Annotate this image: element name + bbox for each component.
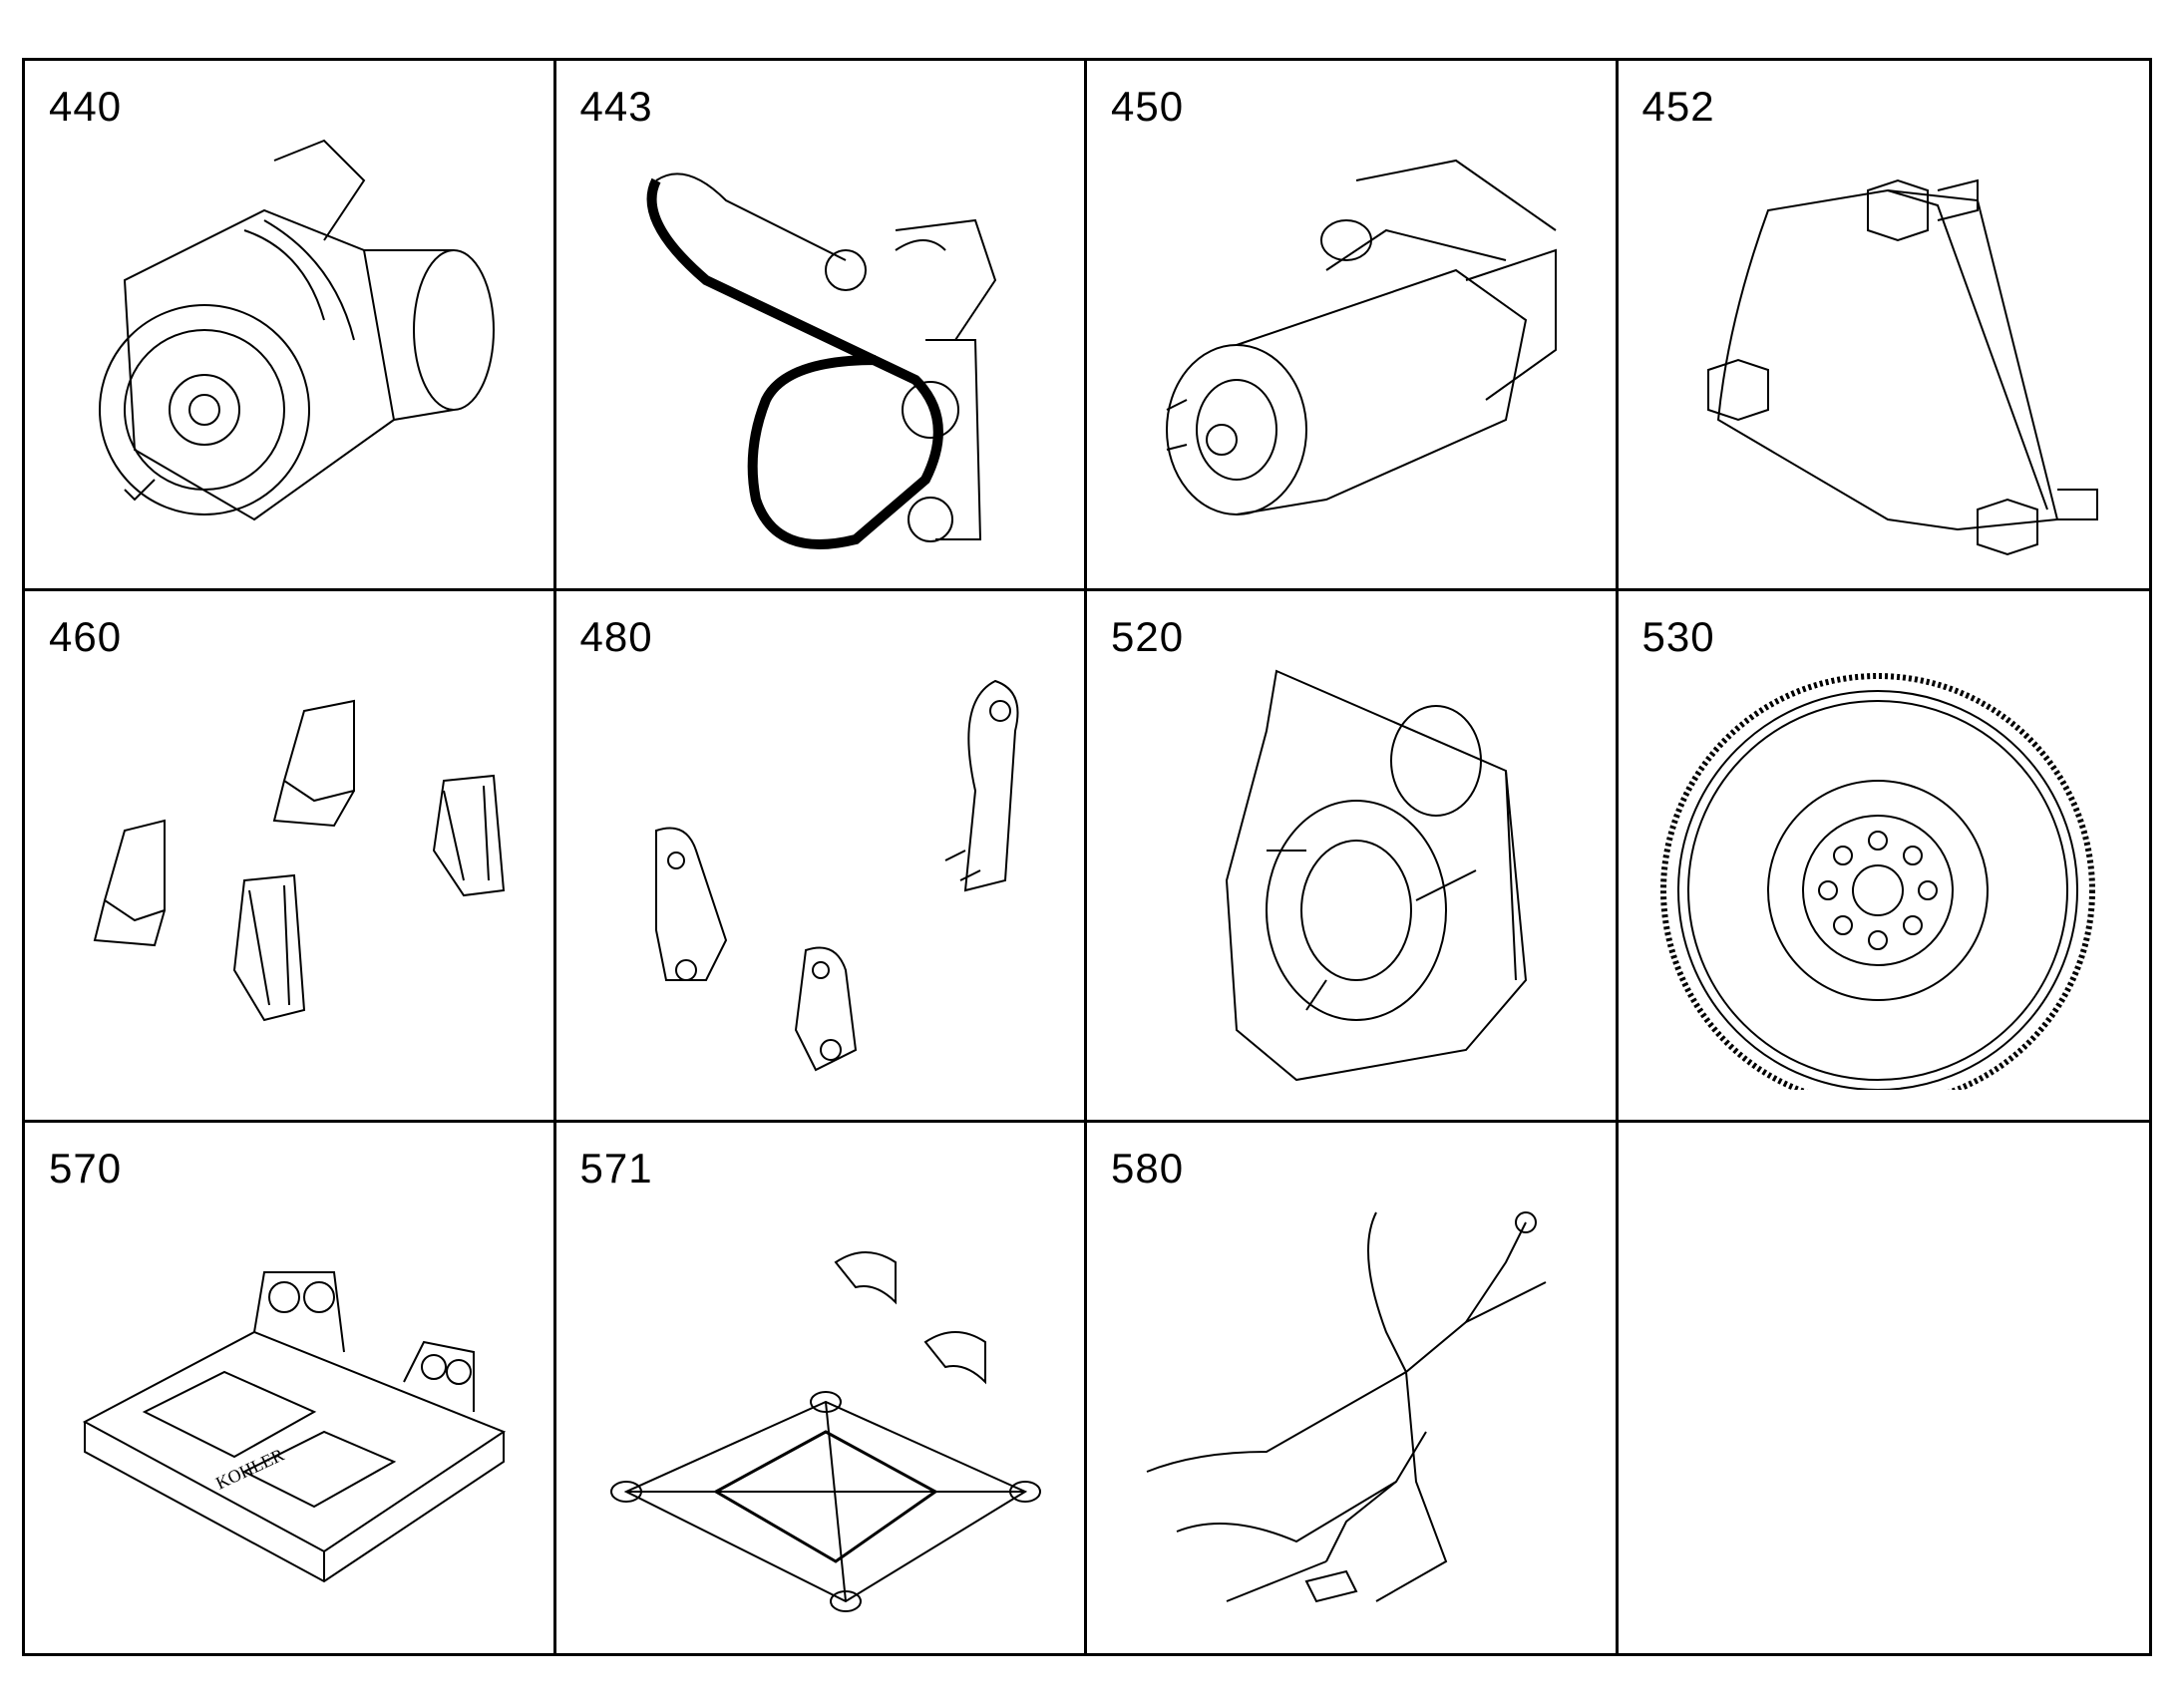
part-cell-443[interactable]: 443 — [555, 61, 1087, 592]
flywheel-icon — [1658, 651, 2107, 1090]
part-number: 443 — [579, 83, 653, 130]
part-cell-580[interactable]: 580 — [1087, 1122, 1619, 1653]
alternator-icon — [65, 121, 514, 559]
parts-grid: 440 443 — [22, 58, 2152, 1656]
empty-cell — [1619, 1123, 2150, 1653]
part-number: 520 — [1111, 613, 1185, 661]
part-cell-520[interactable]: 520 — [1087, 591, 1619, 1123]
part-cell-571[interactable]: 571 — [556, 1122, 1087, 1653]
part-cell-530[interactable]: 530 — [1618, 591, 2149, 1123]
wiring-harness-icon — [1127, 1183, 1576, 1621]
part-cell-440[interactable]: 440 — [25, 61, 556, 592]
part-cell-570[interactable]: 570 KOHLER — [25, 1122, 556, 1653]
starter-motor-icon — [1127, 121, 1576, 559]
part-number: 571 — [579, 1144, 653, 1192]
part-number: 440 — [49, 83, 123, 130]
mounting-brackets-icon — [65, 651, 514, 1090]
controller-mount-icon — [596, 1183, 1045, 1621]
mounting-plate-icon — [1658, 121, 2107, 559]
part-number: 580 — [1111, 1144, 1185, 1192]
controller-icon: KOHLER — [65, 1183, 514, 1621]
part-cell-450[interactable]: 450 — [1087, 61, 1619, 592]
part-number: 460 — [49, 613, 123, 661]
part-number: 530 — [1641, 613, 1715, 661]
lifting-eyes-icon — [596, 651, 1045, 1090]
drive-belt-icon — [596, 121, 1045, 559]
part-cell-480[interactable]: 480 — [555, 591, 1087, 1123]
part-number: 480 — [579, 613, 653, 661]
flywheel-housing-icon — [1127, 651, 1576, 1090]
part-cell-460[interactable]: 460 — [25, 591, 556, 1123]
part-number: 570 — [49, 1144, 123, 1192]
part-number: 452 — [1641, 83, 1715, 130]
part-cell-452[interactable]: 452 — [1618, 61, 2149, 592]
part-number: 450 — [1111, 83, 1185, 130]
